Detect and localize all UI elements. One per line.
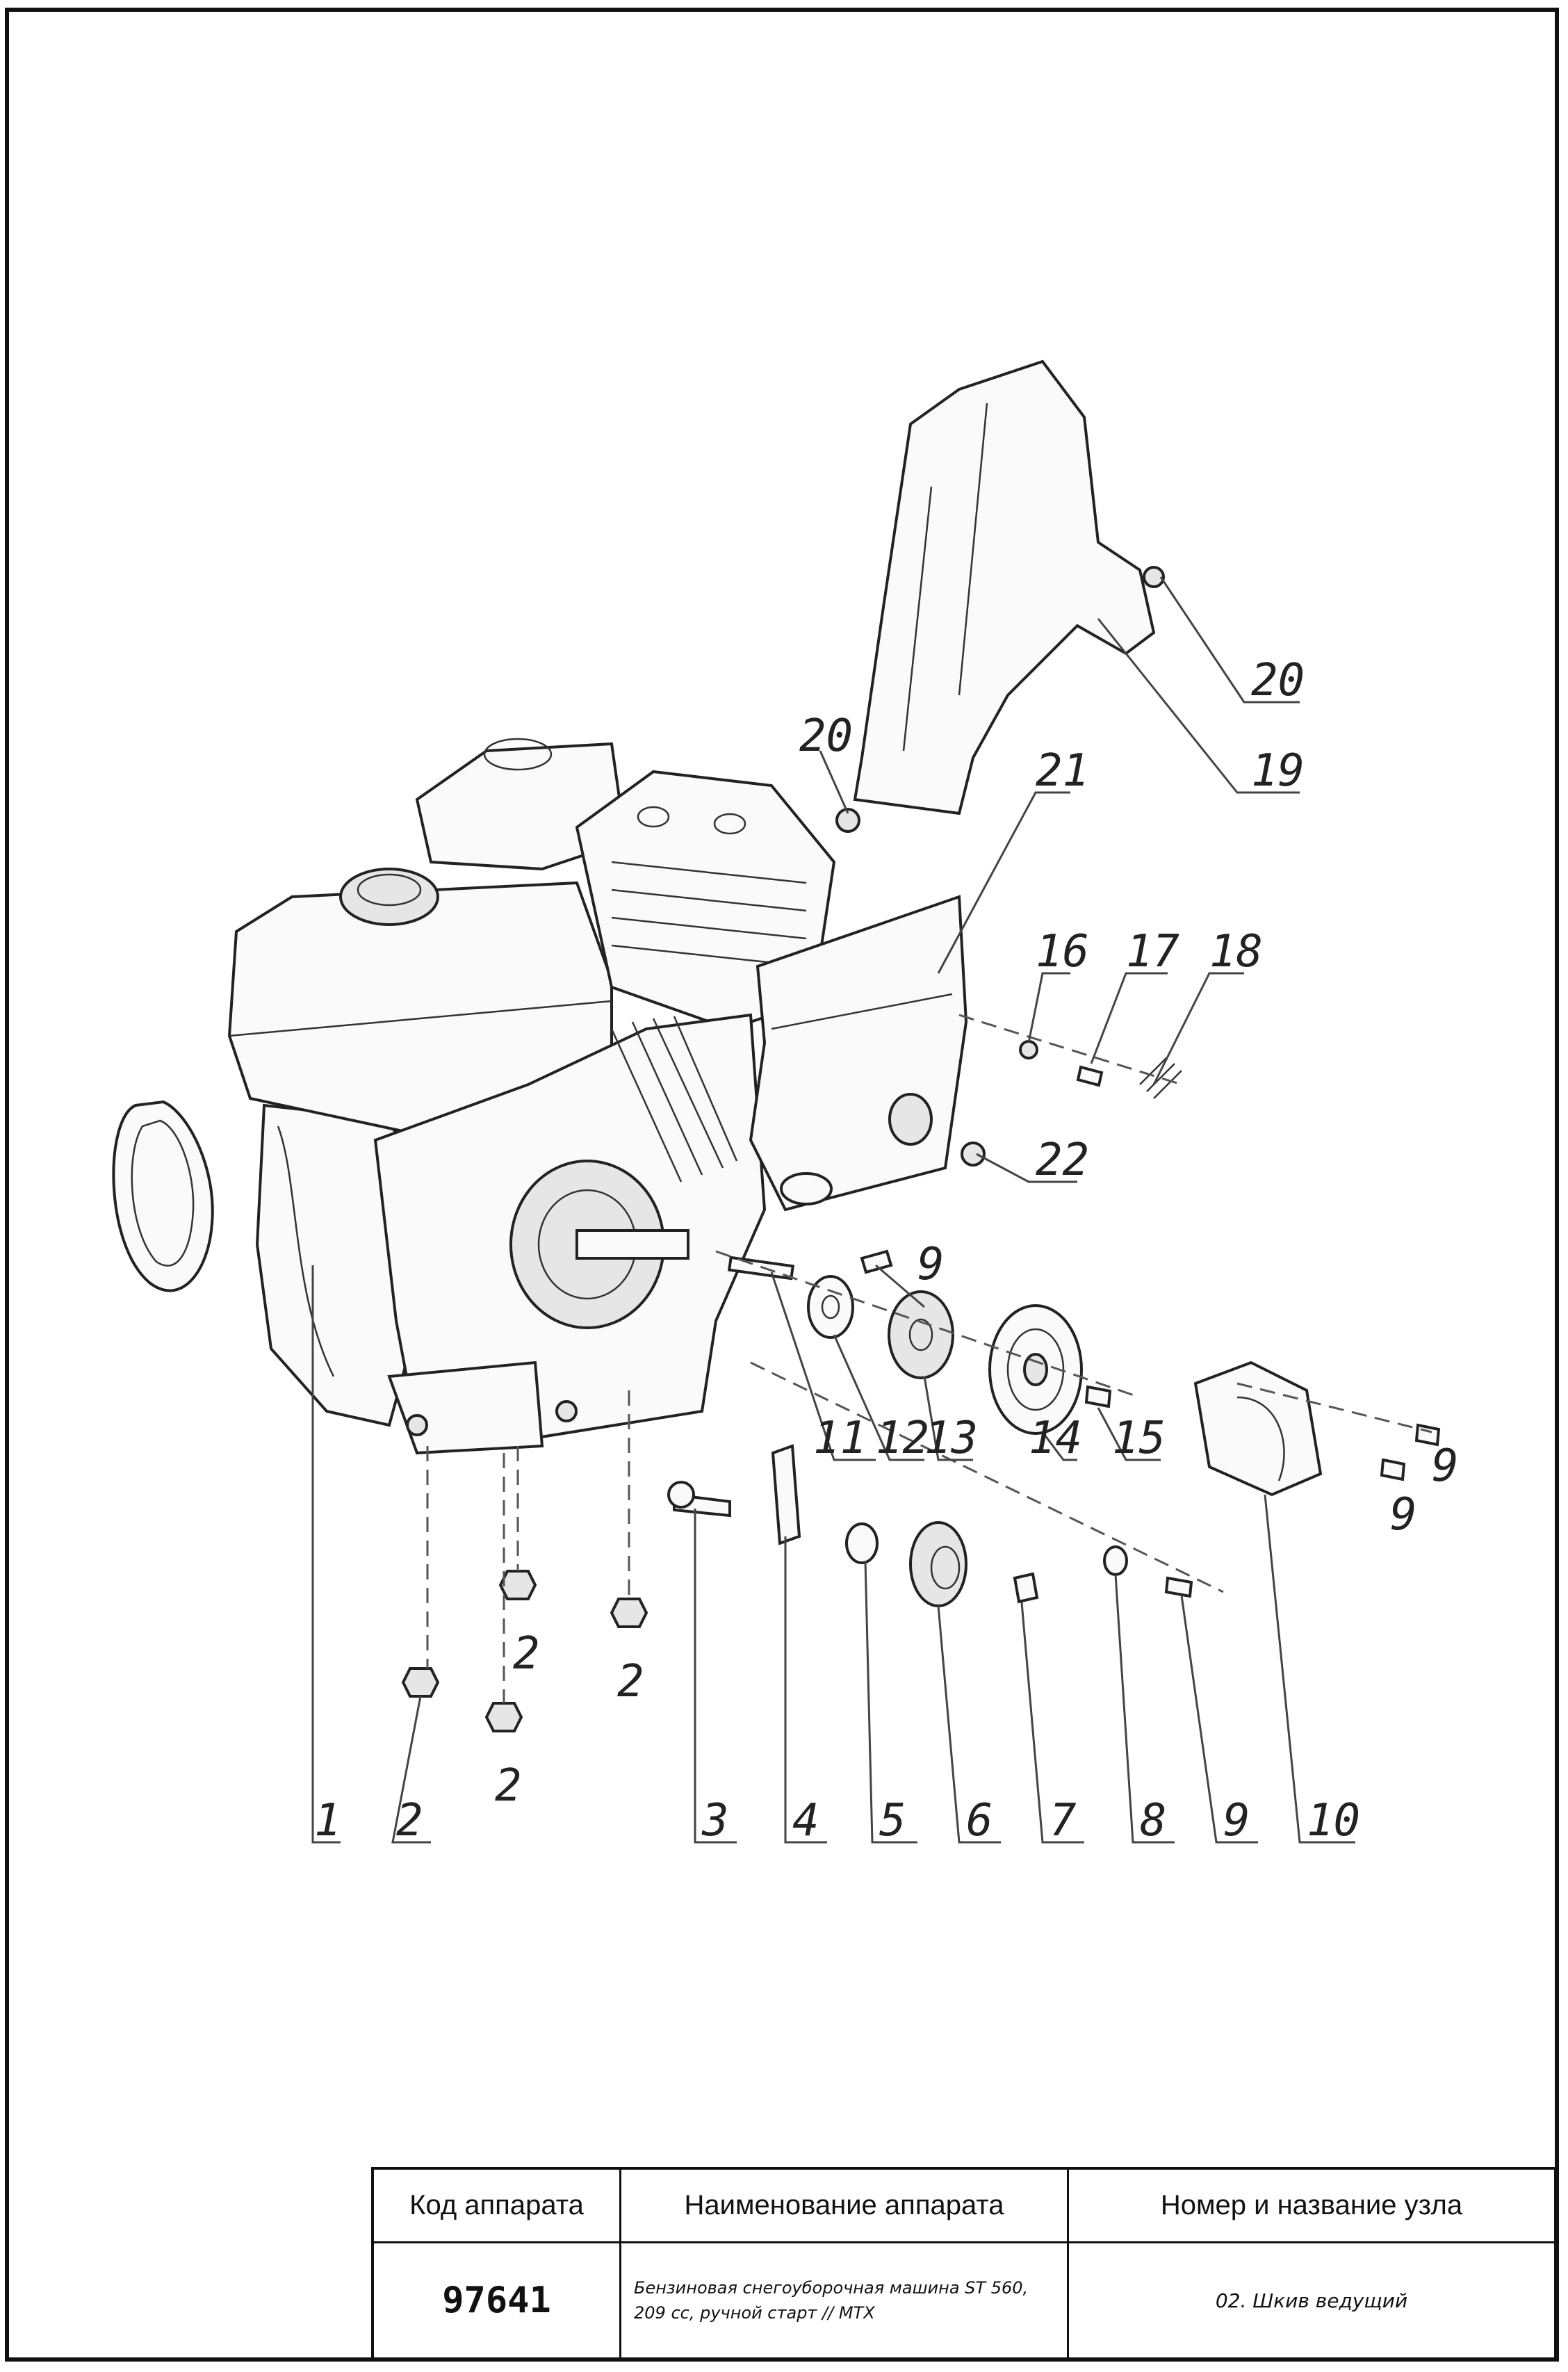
node-name: 02. Шкив ведущий xyxy=(1215,2289,1408,2312)
callout-9-right-top: 9 xyxy=(1432,1440,1459,1492)
header-node: Номер и название узла xyxy=(1069,2170,1554,2243)
header-name: Наименование аппарата xyxy=(621,2170,1069,2243)
callout-20-left: 20 xyxy=(799,710,853,762)
callout-14: 14 xyxy=(1029,1413,1082,1464)
callout-9-bracket: 9 xyxy=(917,1239,945,1290)
callout-18: 18 xyxy=(1209,926,1263,977)
callout-7: 7 xyxy=(1050,1795,1077,1846)
bolt-9-bracket xyxy=(860,1249,893,1274)
washer-8 xyxy=(1103,1545,1128,1576)
callout-10: 10 xyxy=(1307,1795,1360,1846)
nut-2-b xyxy=(401,1667,440,1698)
device-code: 97641 xyxy=(374,2243,621,2357)
callout-9-right-bottom: 9 xyxy=(1390,1489,1417,1541)
bracket-10 xyxy=(1193,1360,1323,1497)
engine-assembly xyxy=(112,738,836,1455)
leader-lines xyxy=(311,576,1355,1844)
callout-21: 21 xyxy=(1036,745,1089,797)
callout-4: 4 xyxy=(792,1795,819,1846)
key-11 xyxy=(727,1256,795,1281)
device-name-line-1: Бензиновая снегоуборочная машина ST 560, xyxy=(634,2278,1029,2298)
washer-12 xyxy=(807,1275,854,1339)
bracket-hole xyxy=(888,1093,933,1146)
nut-20-right xyxy=(1143,566,1165,588)
callout-5: 5 xyxy=(879,1795,906,1846)
callout-2-mid: 2 xyxy=(513,1628,540,1680)
belt-cover xyxy=(853,359,1156,815)
callout-20-right: 20 xyxy=(1251,655,1305,706)
callout-12: 12 xyxy=(876,1413,929,1464)
nut-2-a xyxy=(498,1570,537,1600)
callout-6: 6 xyxy=(966,1795,993,1846)
nut-22 xyxy=(961,1142,986,1167)
washer-16 xyxy=(1019,1040,1038,1059)
title-block: Код аппарата Наименование аппарата Номер… xyxy=(371,2167,1557,2360)
assembly-axes xyxy=(426,1014,1432,1703)
callout-11: 11 xyxy=(813,1413,867,1464)
callout-2-bottom: 2 xyxy=(396,1795,423,1846)
callout-3: 3 xyxy=(701,1795,729,1846)
bolt-9-bottom xyxy=(1380,1458,1406,1481)
callout-2-right: 2 xyxy=(617,1656,644,1707)
nut-20-left xyxy=(835,808,860,833)
header-code: Код аппарата xyxy=(374,2170,621,2243)
bolt-9-lower xyxy=(1164,1576,1193,1598)
callout-15: 15 xyxy=(1112,1413,1166,1464)
crankshaft xyxy=(575,1229,689,1260)
idler-6 xyxy=(909,1521,967,1607)
pulley-13 xyxy=(888,1290,954,1379)
callout-22: 22 xyxy=(1036,1135,1089,1186)
callout-19: 19 xyxy=(1251,745,1305,797)
device-name-line-2: 209 cc, ручной старт // MTX xyxy=(634,2303,875,2323)
callout-16: 16 xyxy=(1036,926,1089,977)
bolt-15 xyxy=(1084,1385,1112,1408)
callout-numbers: 1 2 2 2 2 3 4 5 6 7 8 9 10 11 12 13 14 1… xyxy=(314,655,1459,1846)
starter-handle xyxy=(112,1100,214,1292)
bolt-17 xyxy=(1076,1065,1104,1087)
callout-17: 17 xyxy=(1126,926,1179,977)
callout-2-lower: 2 xyxy=(495,1760,522,1812)
device-name: Бензиновая снегоуборочная машина ST 560,… xyxy=(621,2243,1069,2357)
callout-13: 13 xyxy=(924,1413,978,1464)
spring-18 xyxy=(1139,1056,1182,1099)
nut-2-c xyxy=(484,1702,523,1732)
callout-9-bottom: 9 xyxy=(1223,1795,1250,1846)
nut-7 xyxy=(1013,1572,1039,1604)
callout-1: 1 xyxy=(314,1795,341,1846)
nut-2-d xyxy=(610,1598,648,1628)
callout-8: 8 xyxy=(1140,1795,1167,1846)
plate-4 xyxy=(771,1444,801,1545)
spacer-5 xyxy=(845,1522,879,1564)
engine-base xyxy=(387,1360,544,1455)
fuel-cap xyxy=(339,868,439,926)
